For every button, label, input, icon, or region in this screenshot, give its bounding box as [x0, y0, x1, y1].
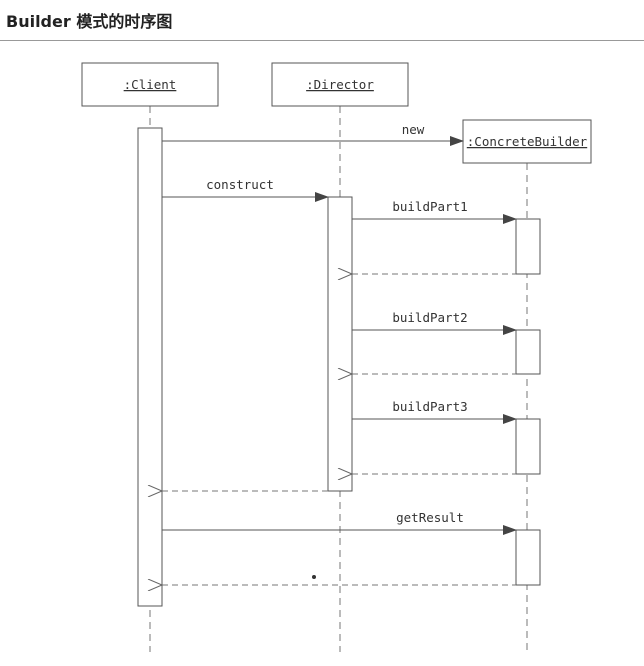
director-participant: :Director: [271, 62, 409, 107]
new-message-label: new: [402, 122, 425, 137]
client-participant: :Client: [81, 62, 219, 107]
page-title: Builder 模式的时序图: [6, 12, 173, 31]
director-activation: [327, 196, 353, 492]
title-divider: [0, 40, 644, 41]
build-part3-label: buildPart3: [392, 399, 467, 414]
builder-activation-3: [515, 418, 541, 475]
concrete-builder-participant-label: :ConcreteBuilder: [467, 134, 588, 149]
build-part2-label: buildPart2: [392, 310, 467, 325]
builder-activation-2: [515, 329, 541, 375]
builder-activation-4: [515, 529, 541, 586]
client-activation: [137, 127, 163, 607]
stray-dot: [312, 575, 316, 579]
client-participant-label: :Client: [124, 77, 177, 92]
concrete-builder-participant: :ConcreteBuilder: [462, 119, 592, 164]
get-result-label: getResult: [396, 510, 464, 525]
build-part1-label: buildPart1: [392, 199, 467, 214]
builder-activation-1: [515, 218, 541, 275]
construct-message-label: construct: [206, 177, 274, 192]
director-participant-label: :Director: [306, 77, 374, 92]
